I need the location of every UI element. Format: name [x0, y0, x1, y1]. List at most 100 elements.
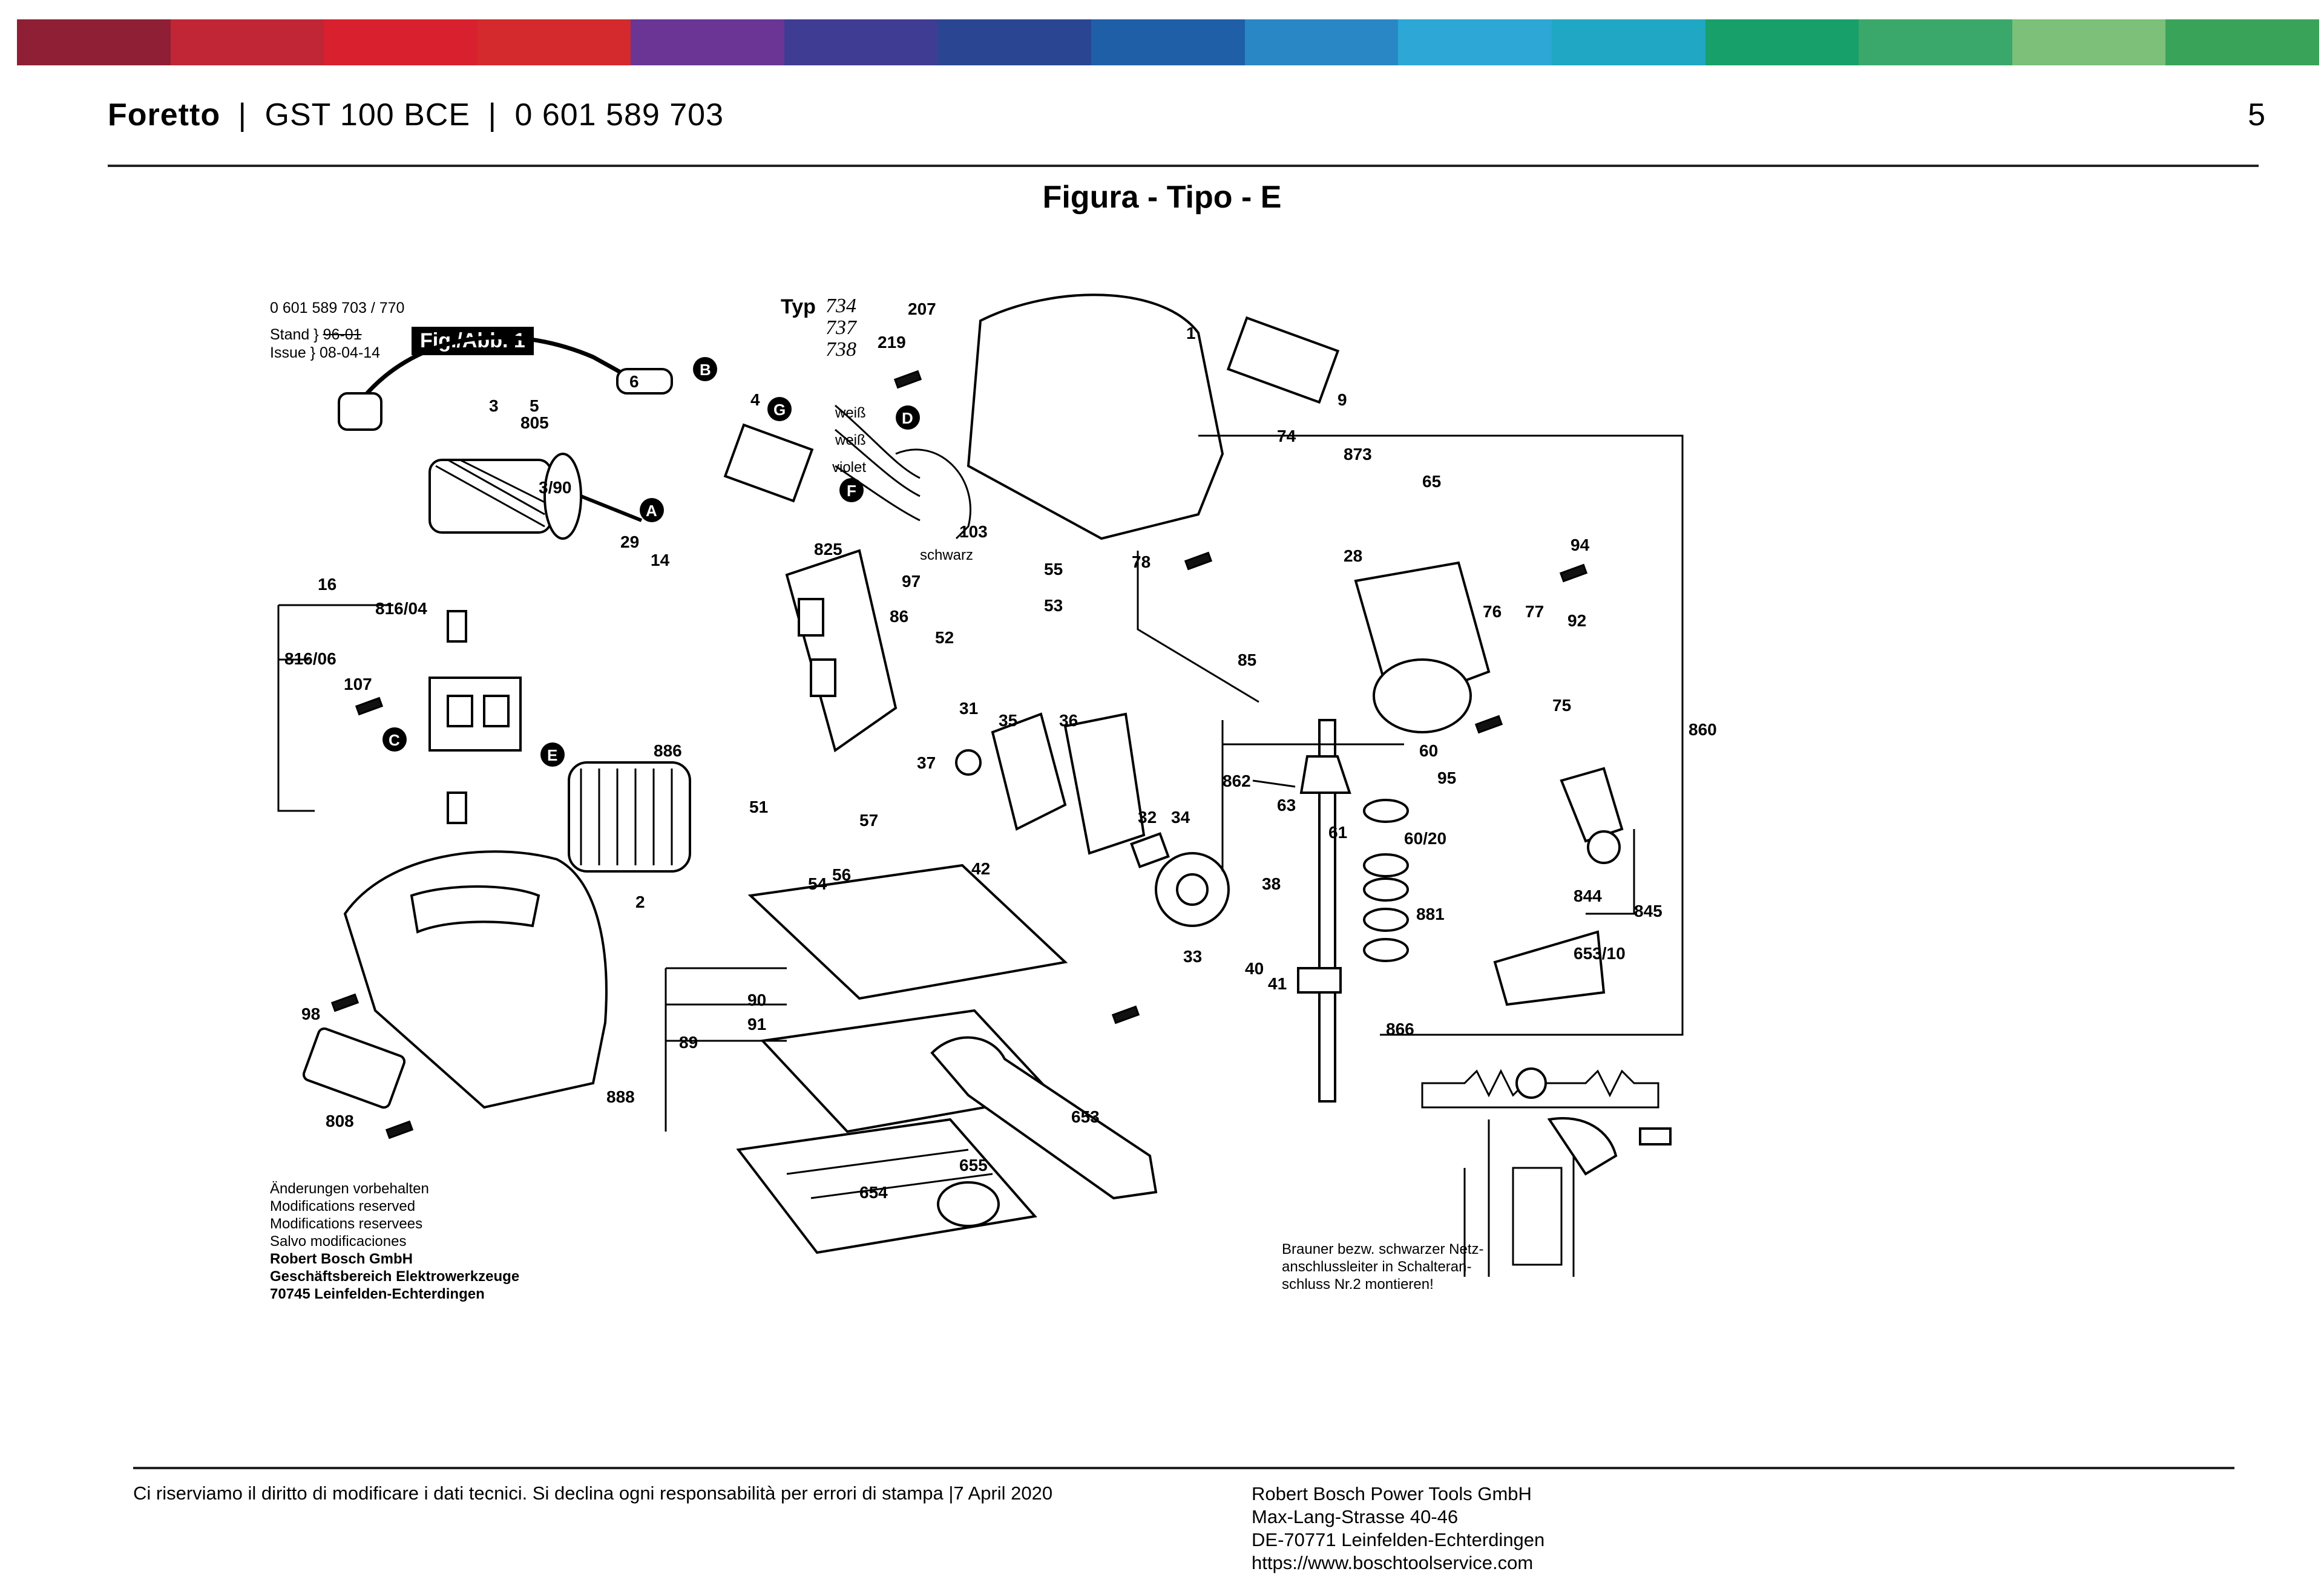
part-label: 888	[606, 1087, 635, 1106]
color-bar-segment	[1859, 19, 2012, 65]
part-label: 97	[902, 572, 921, 591]
part-label: 92	[1567, 611, 1586, 630]
wire-label: weiß	[835, 432, 866, 448]
bracket-845	[1221, 720, 1404, 871]
upper-guide-housing-shape	[1354, 561, 1491, 733]
part-label: 36	[1059, 711, 1078, 730]
wiring-schematic	[1421, 1067, 1672, 1277]
part-label: 6	[629, 372, 639, 391]
part-label: 107	[344, 675, 372, 693]
part-label: 31	[959, 699, 978, 718]
connector-letter: D	[902, 409, 913, 427]
part-label: 9	[1338, 390, 1347, 409]
part-label: 53	[1044, 596, 1063, 615]
part-label: 207	[908, 300, 936, 318]
typ-value: 737	[826, 316, 856, 339]
part-label: 1	[1186, 324, 1196, 342]
part-label: 55	[1044, 560, 1063, 578]
footer-address: Robert Bosch Power Tools GmbH Max-Lang-S…	[1252, 1483, 1544, 1575]
issue-row: Issue } 08-04-14	[270, 344, 381, 361]
rings-stack-shape	[1363, 799, 1409, 962]
footer-company: Robert Bosch Power Tools GmbH	[1252, 1483, 1532, 1504]
color-bar-segment	[17, 19, 171, 65]
part-label: 653/10	[1574, 944, 1626, 963]
notes-right: Brauner bezw. schwarzer Netz- anschlussl…	[1282, 1241, 1483, 1293]
footer-street: Max-Lang-Strasse 40-46	[1252, 1506, 1459, 1527]
switch-shape	[723, 404, 971, 540]
bracket-862	[1252, 779, 1296, 788]
connector-letter: B	[700, 361, 711, 379]
stand-label: Stand	[270, 326, 310, 343]
wiring-note-line: anschlussleiter in Schalteran-	[1282, 1259, 1472, 1275]
base-plate-shape	[736, 864, 1068, 1254]
part-label: 65	[1422, 472, 1441, 491]
brush-holder-shape	[428, 610, 522, 824]
part-label: 52	[935, 628, 954, 647]
note-company-line: 70745 Leinfelden-Echterdingen	[270, 1286, 485, 1302]
bracket-78	[1137, 551, 1259, 703]
connector-marker-c: C	[382, 727, 407, 752]
dust-adapter-shape	[930, 1036, 1158, 1227]
footer-disclaimer: Ci riserviamo il diritto di modificare i…	[133, 1483, 1053, 1504]
figure-title: Figura - Tipo - E	[1042, 180, 1282, 215]
doc-code: 0 601 589 703 / 770	[270, 300, 405, 316]
part-label: 860	[1689, 720, 1717, 739]
part-label: 85	[1238, 651, 1256, 669]
part-label: 825	[814, 540, 842, 559]
part-label: 816/04	[375, 599, 427, 618]
power-cord	[355, 335, 649, 407]
color-bar-segment	[1705, 19, 1859, 65]
footer-city: DE-70771 Leinfelden-Echterdingen	[1252, 1529, 1545, 1550]
note-line: Salvo modificaciones	[270, 1233, 407, 1250]
typ-block: Typ 734 737 738	[781, 295, 856, 361]
part-label: 86	[890, 607, 908, 626]
connector-marker-g: G	[767, 397, 792, 421]
note-line: Modifications reservees	[270, 1216, 423, 1232]
bracket-845b	[1586, 829, 1635, 915]
model-name: GST 100 BCE	[264, 97, 471, 133]
part-label: 16	[318, 575, 336, 594]
part-label: 77	[1525, 602, 1544, 621]
part-label: 35	[999, 711, 1017, 730]
part-label: 5	[530, 396, 539, 415]
part-label: 57	[859, 811, 878, 830]
part-label: 63	[1277, 796, 1296, 814]
footer-url-link[interactable]: https://www.boschtoolservice.com	[1252, 1552, 1534, 1573]
part-label: 91	[747, 1015, 766, 1034]
armature-shape	[428, 453, 643, 540]
wire-label: weiß	[835, 405, 866, 421]
screws	[330, 370, 1588, 1139]
part-label: 653	[1071, 1107, 1100, 1126]
part-label: 54	[808, 874, 827, 893]
part-label: 2	[635, 893, 645, 911]
notes-left: Änderungen vorbehalten Modifications res…	[270, 1180, 519, 1303]
plug-shape	[338, 392, 382, 431]
part-label: 654	[859, 1183, 888, 1202]
connector-marker-a: A	[640, 498, 664, 522]
part-label: 51	[749, 798, 768, 816]
part-label: 103	[959, 522, 988, 541]
connector-marker-e: E	[540, 742, 565, 767]
part-label: 61	[1328, 823, 1347, 842]
part-number: 0 601 589 703	[514, 97, 724, 133]
diagram-meta: 0 601 589 703 / 770 Stand } 96-01 Issue …	[270, 299, 404, 362]
part-label: 40	[1245, 959, 1264, 978]
note-line: Änderungen vorbehalten	[270, 1181, 429, 1197]
wiring-note-line: Brauner bezw. schwarzer Netz-	[1282, 1241, 1484, 1257]
gear-shape	[1130, 832, 1230, 927]
header-title: Foretto | GST 100 BCE | 0 601 589 703	[108, 97, 724, 133]
part-label: 60/20	[1404, 829, 1446, 848]
color-bar-segment	[2012, 19, 2166, 65]
bracket-888	[665, 967, 787, 1132]
connector-letter: E	[547, 746, 557, 764]
part-label: 74	[1277, 427, 1296, 445]
color-bar-segment	[477, 19, 631, 65]
field-stator-shape	[568, 761, 691, 873]
connector-letter: C	[389, 731, 400, 749]
note-line: Modifications reserved	[270, 1198, 416, 1214]
header-separator: |	[238, 97, 248, 133]
part-label: 89	[679, 1033, 698, 1052]
part-label: 41	[1268, 974, 1287, 993]
exploded-parts-diagram: A B C D E F G weiß weiß violet schw	[254, 284, 1719, 1313]
color-bar-segment	[2165, 19, 2319, 65]
